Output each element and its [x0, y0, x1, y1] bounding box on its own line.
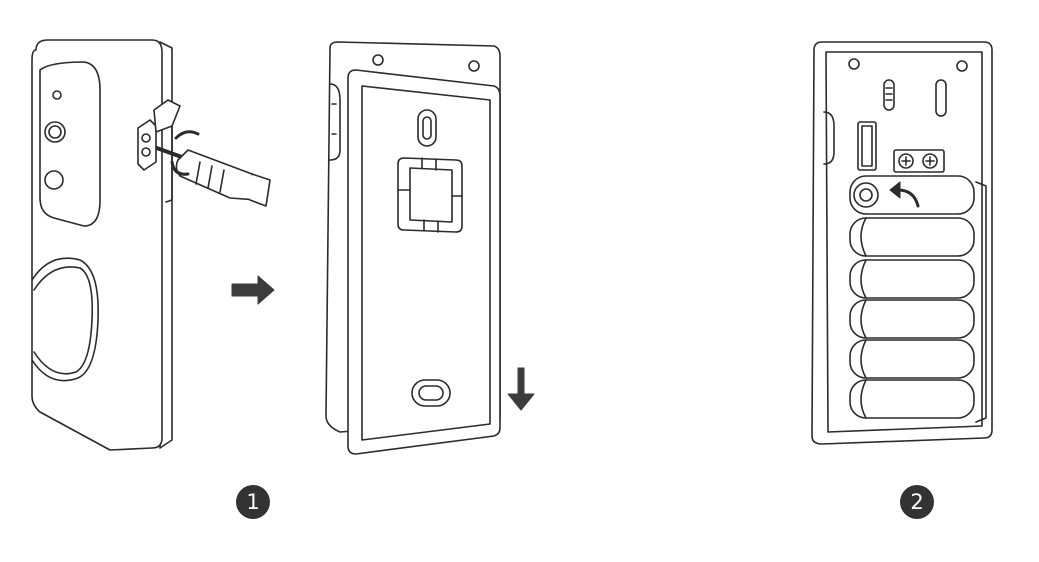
step-1-badge: 1 — [236, 485, 270, 519]
light-sensor — [52, 90, 62, 100]
arrow-down-icon — [507, 367, 535, 411]
step-2-number: 2 — [910, 490, 924, 514]
arrow-right-icon — [231, 275, 275, 305]
curved-arrow-icon — [170, 130, 200, 176]
doorbell-device — [31, 39, 173, 451]
battery — [849, 379, 975, 419]
pir-sensor — [44, 170, 64, 190]
mounting-bracket — [325, 41, 501, 455]
battery — [849, 217, 975, 257]
doorbell-button — [31, 257, 99, 382]
step-2-badge: 2 — [900, 485, 934, 519]
battery — [849, 259, 975, 299]
battery — [849, 339, 975, 379]
camera-panel — [39, 61, 101, 227]
curved-arrow-icon — [896, 188, 920, 208]
battery — [849, 299, 975, 339]
camera-lens — [44, 121, 66, 143]
step-1-number: 1 — [246, 490, 260, 514]
back-plate — [347, 69, 501, 455]
screw-icon — [137, 99, 181, 171]
